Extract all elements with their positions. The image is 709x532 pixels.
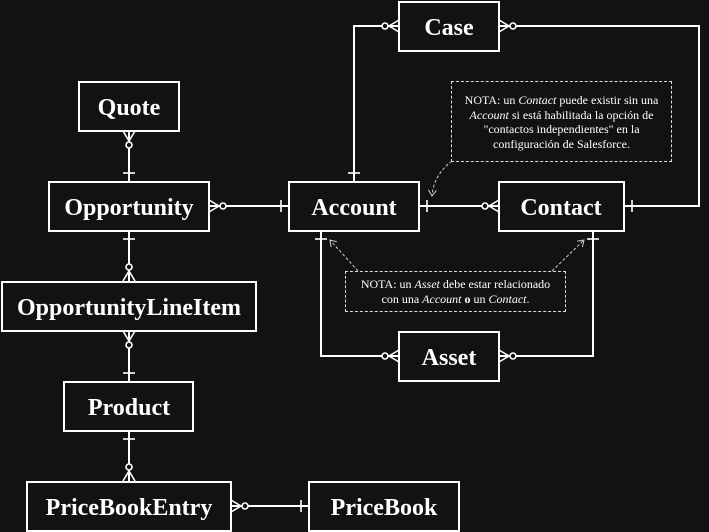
entity-contact[interactable]: Contact — [498, 181, 625, 232]
entity-case[interactable]: Case — [398, 1, 500, 52]
entity-price-book-entry-label: PriceBookEntry — [46, 495, 213, 521]
entity-account-label: Account — [311, 195, 396, 221]
asset-note-pointer-account — [330, 240, 359, 272]
asset-note: NOTA: un Asset debe estar relacionado co… — [345, 271, 566, 312]
entity-opportunity-line-item-label: OpportunityLineItem — [17, 295, 241, 321]
asset-note-emphasis-asset: Asset — [414, 277, 440, 291]
entity-asset[interactable]: Asset — [398, 331, 500, 382]
entity-price-book[interactable]: PriceBook — [308, 481, 460, 532]
contact-note-text-1: NOTA: un — [464, 93, 519, 107]
asset-note-text-4: . — [526, 291, 530, 306]
rel-account-case — [353, 25, 399, 181]
contact-note-emphasis-account: Account — [469, 107, 509, 122]
contact-note-emphasis-contact: Contact — [518, 93, 557, 107]
entity-product[interactable]: Product — [63, 381, 194, 432]
entity-price-book-entry[interactable]: PriceBookEntry — [26, 481, 232, 532]
entity-account[interactable]: Account — [288, 181, 420, 232]
rel-account-asset — [320, 231, 399, 357]
contact-note-pointer — [432, 160, 453, 196]
entity-product-label: Product — [88, 395, 170, 421]
asset-note-text-1: NOTA: un — [360, 277, 415, 291]
rel-contact-asset — [499, 231, 594, 357]
asset-note-emphasis-account: Account — [422, 291, 462, 306]
entity-price-book-label: PriceBook — [331, 495, 438, 521]
entity-quote[interactable]: Quote — [78, 81, 180, 132]
asset-note-text-2: debe estar relacionado con una — [381, 277, 551, 306]
rel-contact-case — [499, 25, 700, 207]
entity-opportunity-line-item[interactable]: OpportunityLineItem — [1, 281, 257, 332]
entity-case-label: Case — [424, 15, 474, 41]
asset-note-emphasis-contact: Contact — [488, 291, 527, 306]
note-pointers — [330, 160, 584, 272]
contact-note: NOTA: un Contact puede existir sin una A… — [451, 81, 672, 162]
asset-note-text-3: un — [473, 291, 489, 306]
asset-note-pointer-contact — [551, 240, 584, 272]
entity-asset-label: Asset — [422, 345, 477, 371]
contact-note-text-2: puede existir sin una — [556, 93, 659, 107]
asset-note-bold-or: o — [461, 291, 474, 306]
entity-opportunity-label: Opportunity — [64, 195, 193, 221]
contact-note-text-3: si está habilitada la opción de "contact… — [483, 107, 654, 151]
entity-contact-label: Contact — [520, 195, 601, 221]
entity-quote-label: Quote — [98, 95, 161, 121]
entity-opportunity[interactable]: Opportunity — [48, 181, 210, 232]
